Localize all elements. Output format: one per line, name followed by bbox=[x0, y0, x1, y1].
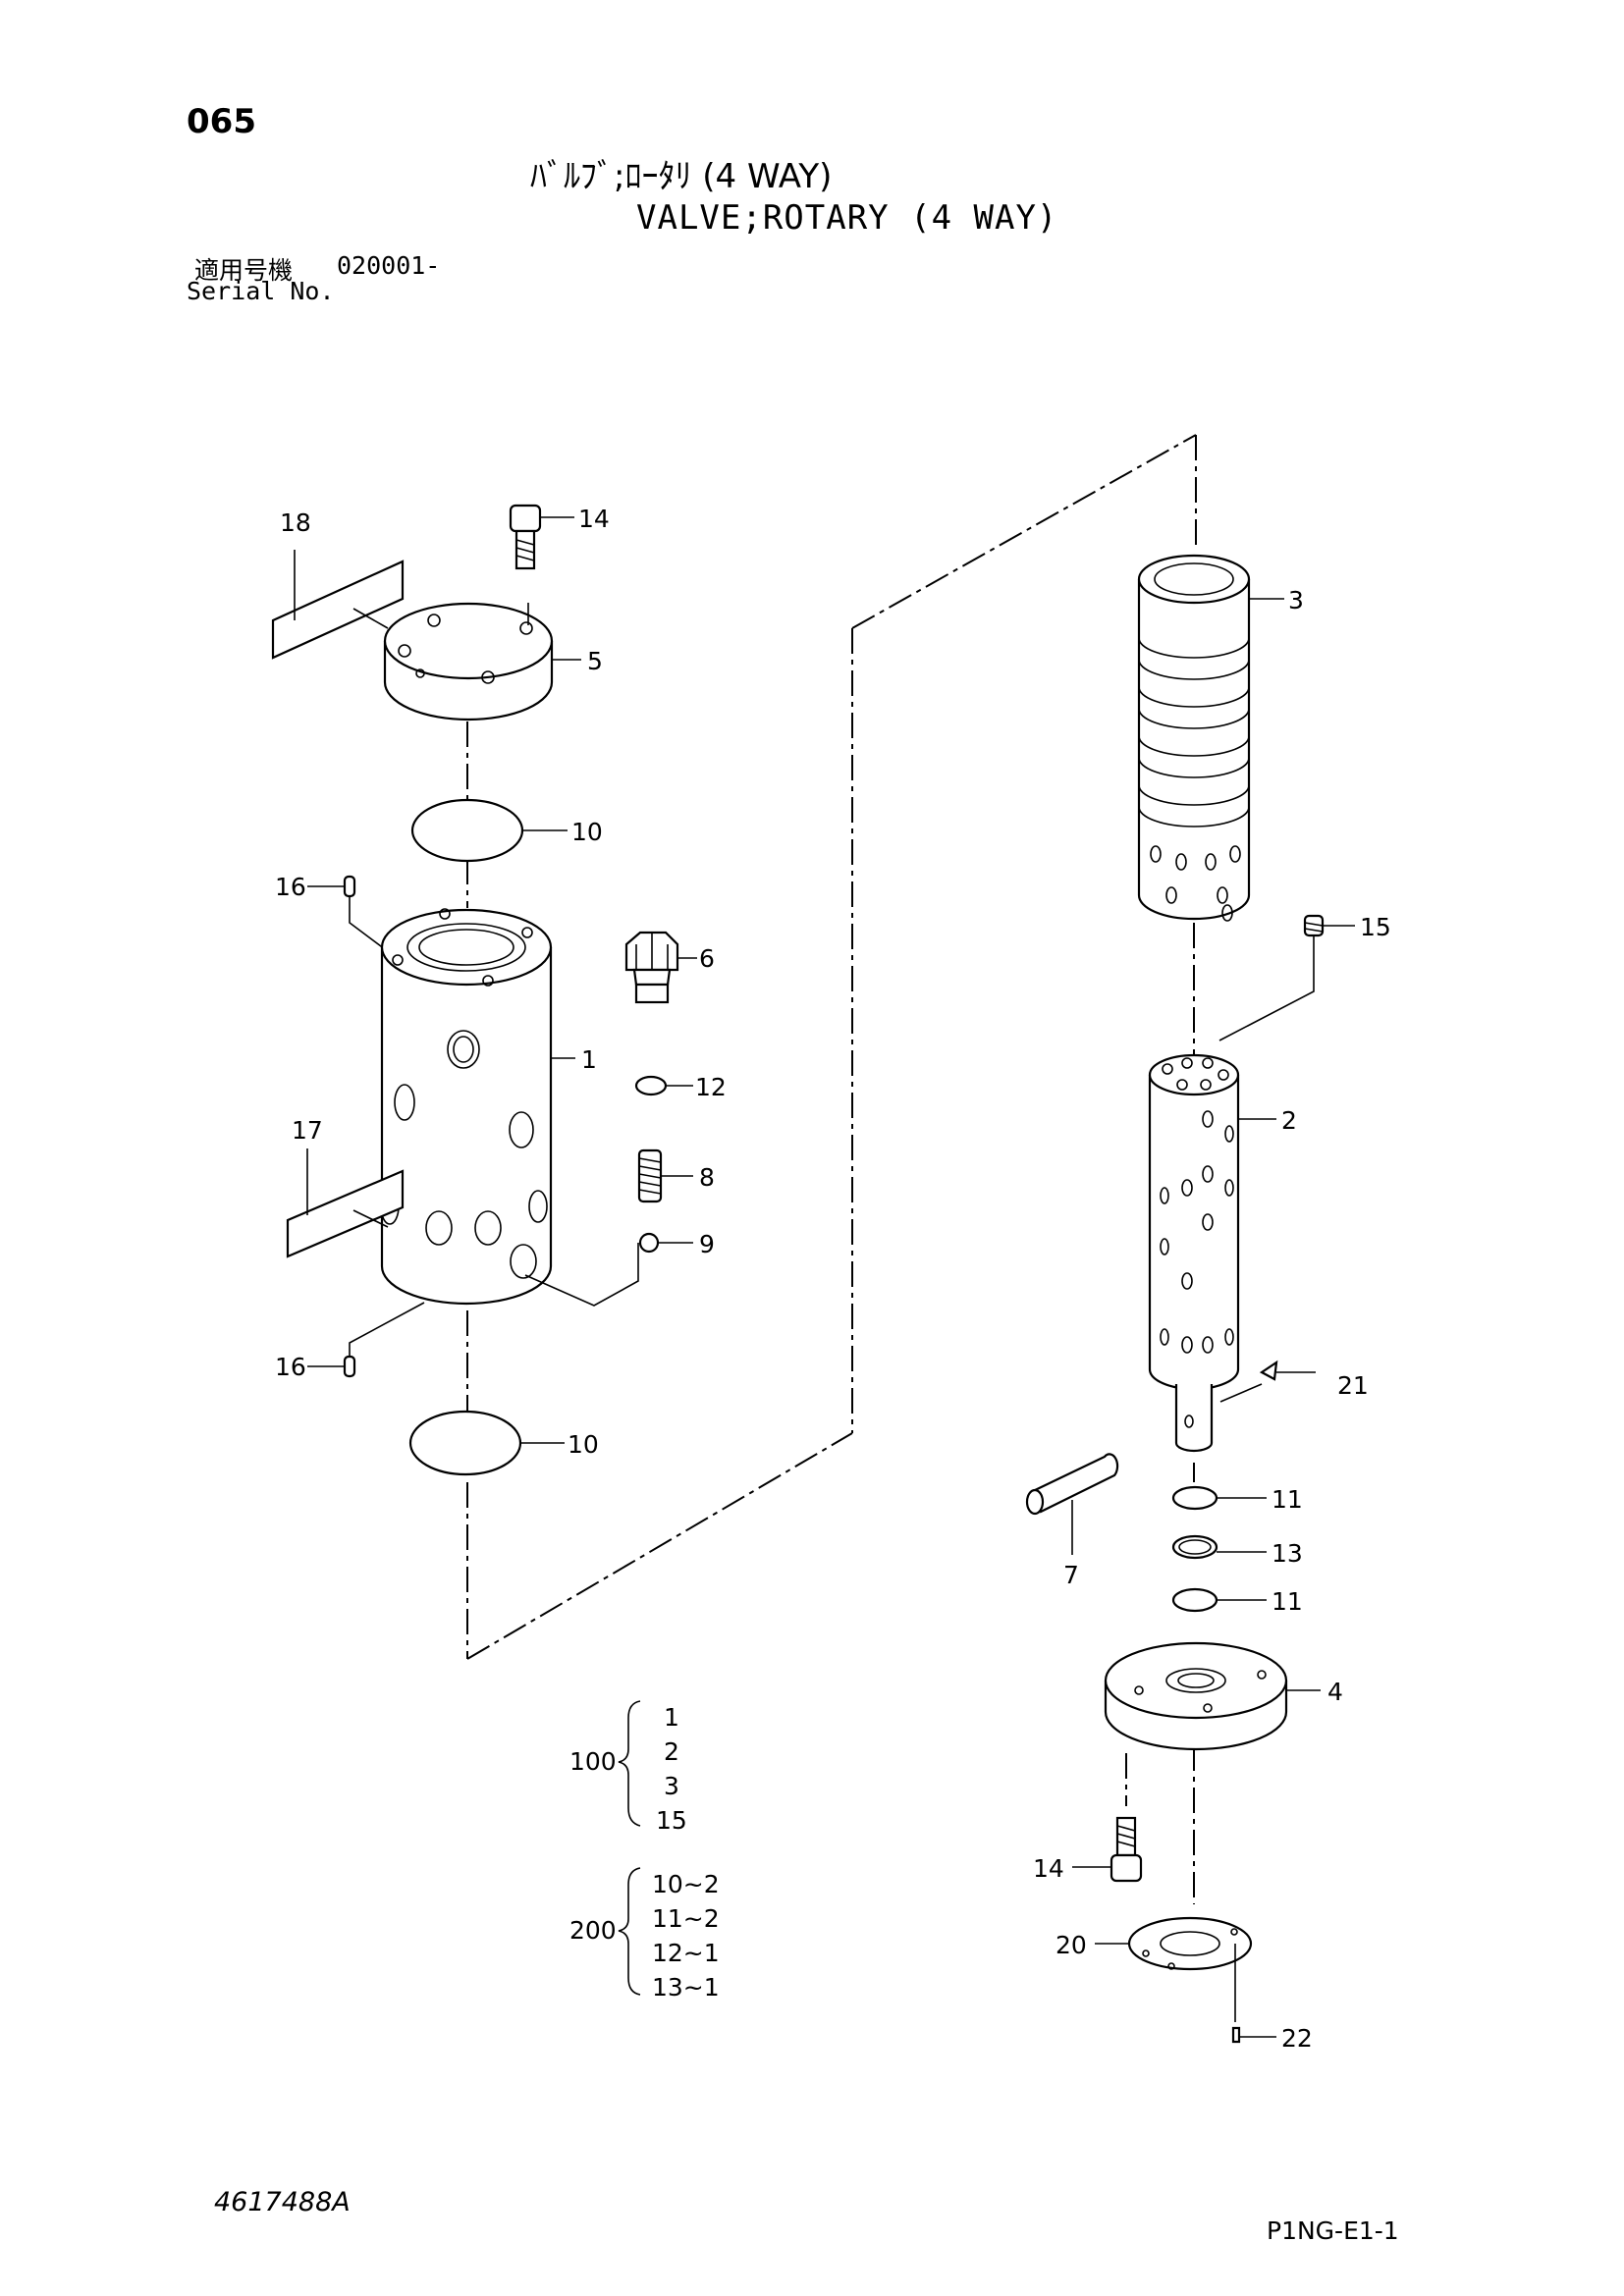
part-22-rivet bbox=[1231, 2026, 1276, 2044]
part-1-valve-body bbox=[380, 908, 639, 1307]
kit-200-item: 13~1 bbox=[652, 1973, 720, 2002]
part-5-cap bbox=[383, 602, 581, 721]
part-17-label-plate bbox=[286, 1148, 405, 1258]
kit-100-item: 3 bbox=[664, 1772, 679, 1800]
part-10-o-ring-lower bbox=[408, 1410, 565, 1476]
serial-label-japanese: 適用号機 bbox=[194, 256, 294, 285]
callout-4: 4 bbox=[1327, 1678, 1343, 1706]
part-14-bolt-bottom bbox=[1072, 1816, 1143, 1883]
kit-100-group: 100 1 2 3 15 bbox=[569, 1700, 687, 1835]
part-21-clip bbox=[1219, 1360, 1316, 1403]
part-15-plug bbox=[1218, 914, 1355, 1041]
callout-9: 9 bbox=[699, 1230, 715, 1258]
kit-100-id: 100 bbox=[569, 1747, 617, 1776]
kit-100-item: 1 bbox=[664, 1703, 679, 1732]
callout-17: 17 bbox=[292, 1116, 323, 1145]
callout-15: 15 bbox=[1360, 913, 1391, 941]
part-7-pin bbox=[1025, 1453, 1119, 1555]
callout-7: 7 bbox=[1063, 1561, 1079, 1589]
kit-200-item: 11~2 bbox=[652, 1904, 720, 1933]
part-10-o-ring-upper bbox=[410, 798, 568, 863]
part-12-o-ring bbox=[634, 1075, 693, 1096]
callout-3: 3 bbox=[1288, 586, 1304, 614]
kit-100-item: 15 bbox=[656, 1806, 687, 1835]
part-4-flange bbox=[1104, 1641, 1321, 1751]
callout-20: 20 bbox=[1056, 1931, 1087, 1959]
part-3-spool bbox=[1137, 554, 1284, 922]
callout-11-upper: 11 bbox=[1272, 1485, 1303, 1514]
title-japanese: ﾊﾞﾙﾌﾞ;ﾛｰﾀﾘ (4 WAY) bbox=[530, 157, 833, 196]
serial-label-english: Serial No. bbox=[187, 277, 335, 305]
part-18-label-plate bbox=[271, 550, 405, 660]
callout-14-bottom: 14 bbox=[1033, 1854, 1064, 1883]
part-20-gasket bbox=[1095, 1916, 1253, 2022]
kit-100-item: 2 bbox=[664, 1737, 679, 1766]
callout-21: 21 bbox=[1337, 1371, 1369, 1400]
callout-14-top: 14 bbox=[578, 505, 610, 533]
callout-6: 6 bbox=[699, 944, 715, 973]
callout-8: 8 bbox=[699, 1163, 715, 1192]
callout-10-lower: 10 bbox=[568, 1430, 599, 1459]
callout-11-lower: 11 bbox=[1272, 1587, 1303, 1616]
callout-1: 1 bbox=[581, 1045, 597, 1074]
callout-10-upper: 10 bbox=[571, 818, 603, 846]
callout-22: 22 bbox=[1281, 2024, 1313, 2053]
callout-18: 18 bbox=[280, 508, 311, 537]
page-number: 065 bbox=[187, 102, 256, 141]
part-16-plug-lower bbox=[307, 1302, 425, 1378]
drawing-code: 4617488A bbox=[214, 2187, 351, 2217]
kit-200-id: 200 bbox=[569, 1916, 617, 1945]
part-2-spool-core bbox=[1148, 1053, 1276, 1453]
kit-200-item: 10~2 bbox=[652, 1870, 720, 1898]
title-english: VALVE;ROTARY (4 WAY) bbox=[636, 198, 1058, 238]
callout-12: 12 bbox=[695, 1073, 727, 1101]
part-11-o-ring-lower bbox=[1171, 1587, 1267, 1613]
serial-number-value: 020001- bbox=[337, 251, 441, 280]
part-11-o-ring-upper bbox=[1171, 1485, 1267, 1511]
callout-16-upper: 16 bbox=[275, 873, 306, 901]
callout-16-lower: 16 bbox=[275, 1353, 306, 1381]
assembly-phantom-line bbox=[466, 434, 1197, 1660]
part-6-plug bbox=[624, 931, 697, 1004]
kit-200-item: 12~1 bbox=[652, 1939, 720, 1967]
part-8-spring bbox=[637, 1148, 693, 1203]
part-9-ball bbox=[638, 1232, 693, 1254]
callout-2: 2 bbox=[1281, 1106, 1297, 1135]
callout-5: 5 bbox=[587, 647, 603, 675]
part-13-backup-ring bbox=[1171, 1534, 1267, 1560]
sheet-code: P1NG-E1-1 bbox=[1267, 2216, 1399, 2245]
callout-13: 13 bbox=[1272, 1539, 1303, 1568]
part-14-bolt-top bbox=[509, 504, 574, 570]
kit-200-group: 200 10~2 11~2 12~1 13~1 bbox=[569, 1867, 720, 2002]
